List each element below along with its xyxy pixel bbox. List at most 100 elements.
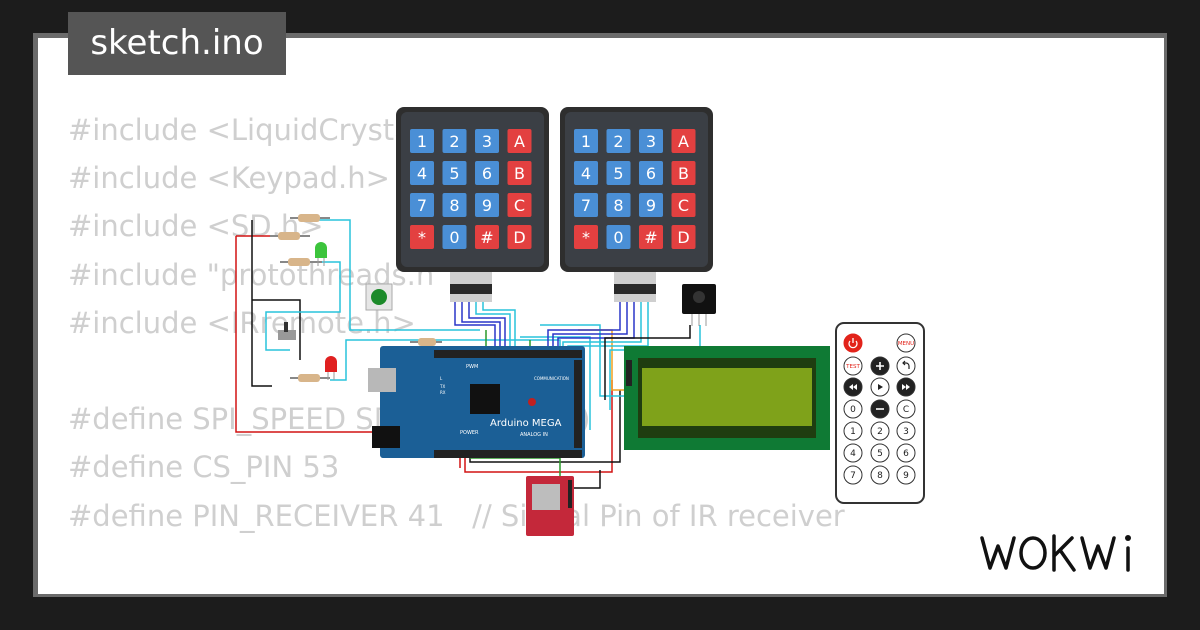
arduino-mega-board[interactable]: Arduino MEGA PWM COMMUNICATION POWER ANA… [368,346,585,458]
keypad-key[interactable]: 6 [475,161,499,185]
sd-card-module[interactable] [526,476,574,536]
code-line: #include "protothreads.h" [68,257,448,292]
keypad-key[interactable]: * [410,225,434,249]
keypad-key-label: # [644,228,657,247]
remote-button[interactable]: C [896,399,916,419]
wire-blue [557,300,635,352]
wire-blue [547,300,621,352]
keypad-key-label: * [418,228,426,247]
keypad-key[interactable]: # [475,225,499,249]
remote-button-label: 9 [903,471,909,481]
remote-button[interactable]: 8 [870,465,890,485]
remote-button[interactable]: 6 [896,443,916,463]
keypad-key[interactable]: # [639,225,663,249]
keypad-key[interactable]: 4 [574,161,598,185]
keypad-key-label: 1 [581,132,591,151]
keypad-key[interactable]: 2 [606,129,631,153]
keypad-key-label: * [582,228,590,247]
remote-rewind-icon[interactable] [843,377,863,397]
remote-button-label: 1 [850,427,856,437]
wokwi-logo [980,534,1131,572]
remote-button-label: 5 [877,449,883,459]
keypad-key[interactable]: 9 [639,193,663,217]
resistor [410,338,442,346]
keypad-key[interactable]: D [671,225,696,249]
keypad-key-label: 5 [613,164,623,183]
keypad-key[interactable]: 1 [410,129,434,153]
keypad-key-label: D [513,228,525,247]
keypad-key[interactable]: A [671,129,696,153]
remote-test[interactable]: TEST [843,356,863,376]
code-line: #define CS_PIN 53 [68,450,340,485]
led-red[interactable] [325,356,337,380]
keypad-key-label: 2 [449,132,459,151]
keypad-key[interactable]: 7 [574,193,598,217]
remote-back-icon[interactable] [896,356,916,376]
led-green[interactable] [315,242,327,266]
remote-button-label: MENU [898,341,914,347]
keypad-key[interactable]: 4 [410,161,434,185]
keypad-key[interactable]: 8 [442,193,467,217]
remote-button[interactable]: 9 [896,465,916,485]
keypad-key[interactable]: * [574,225,598,249]
keypad-key-label: C [514,196,525,215]
keypad-key[interactable]: 0 [606,225,631,249]
board-label: Arduino MEGA [490,418,562,429]
remote-fast-forward-icon[interactable] [896,377,916,397]
keypad-key[interactable]: 8 [606,193,631,217]
rx-label: RX [440,390,446,395]
keypad-key-label: 7 [581,196,591,215]
keypad-key[interactable]: 5 [606,161,631,185]
keypad-key[interactable]: 3 [639,129,663,153]
remote-button[interactable]: 7 [843,465,863,485]
remote-power-icon[interactable] [843,333,863,353]
keypad-key[interactable]: A [507,129,532,153]
pwm-label: PWM [466,364,478,370]
remote-button[interactable]: 1 [843,421,863,441]
keypad-key[interactable]: 0 [442,225,467,249]
keypad-key-label: 9 [646,196,656,215]
keypad-key[interactable]: C [671,193,696,217]
wire-blue [552,300,628,352]
remote-button[interactable]: 3 [896,421,916,441]
remote-minus-icon[interactable] [870,399,890,419]
slide-switch[interactable] [278,322,296,340]
wire-black [252,299,301,360]
wire-cyan [482,300,516,352]
keypad-left-pins [450,272,492,302]
keypad-key[interactable]: 7 [410,193,434,217]
remote-button[interactable]: 0 [843,399,863,419]
keypad-key[interactable]: D [507,225,532,249]
remote-button[interactable]: 5 [870,443,890,463]
remote-menu[interactable]: MENU [896,333,916,353]
wire-cyan [520,336,591,430]
remote-button[interactable]: 2 [870,421,890,441]
keypad-key[interactable]: 3 [475,129,499,153]
keypad-key[interactable]: 2 [442,129,467,153]
file-name-tab[interactable]: sketch.ino [68,12,286,75]
wire-black [568,470,601,489]
remote-plus-icon[interactable] [870,356,890,376]
keypad-key[interactable]: 5 [442,161,467,185]
keypad-key[interactable]: 1 [574,129,598,153]
keypad-key[interactable]: 9 [475,193,499,217]
pushbutton[interactable] [365,283,393,311]
keypad-key-label: 8 [449,196,459,215]
ir-receiver[interactable] [682,284,716,326]
code-line: #include <IRremote.h> [68,305,416,340]
keypad-key-label: 5 [449,164,459,183]
keypad-key[interactable]: B [671,161,696,185]
remote-play-icon[interactable] [870,377,890,397]
remote-button[interactable]: 4 [843,443,863,463]
wire-green [485,330,531,349]
remote-button-label: 8 [877,471,883,481]
code-line: #include <Keypad.h> [68,161,390,196]
keypad-key[interactable]: C [507,193,532,217]
keypad-key[interactable]: B [507,161,532,185]
keypad-key[interactable]: 6 [639,161,663,185]
keypad-key-label: A [678,132,689,151]
